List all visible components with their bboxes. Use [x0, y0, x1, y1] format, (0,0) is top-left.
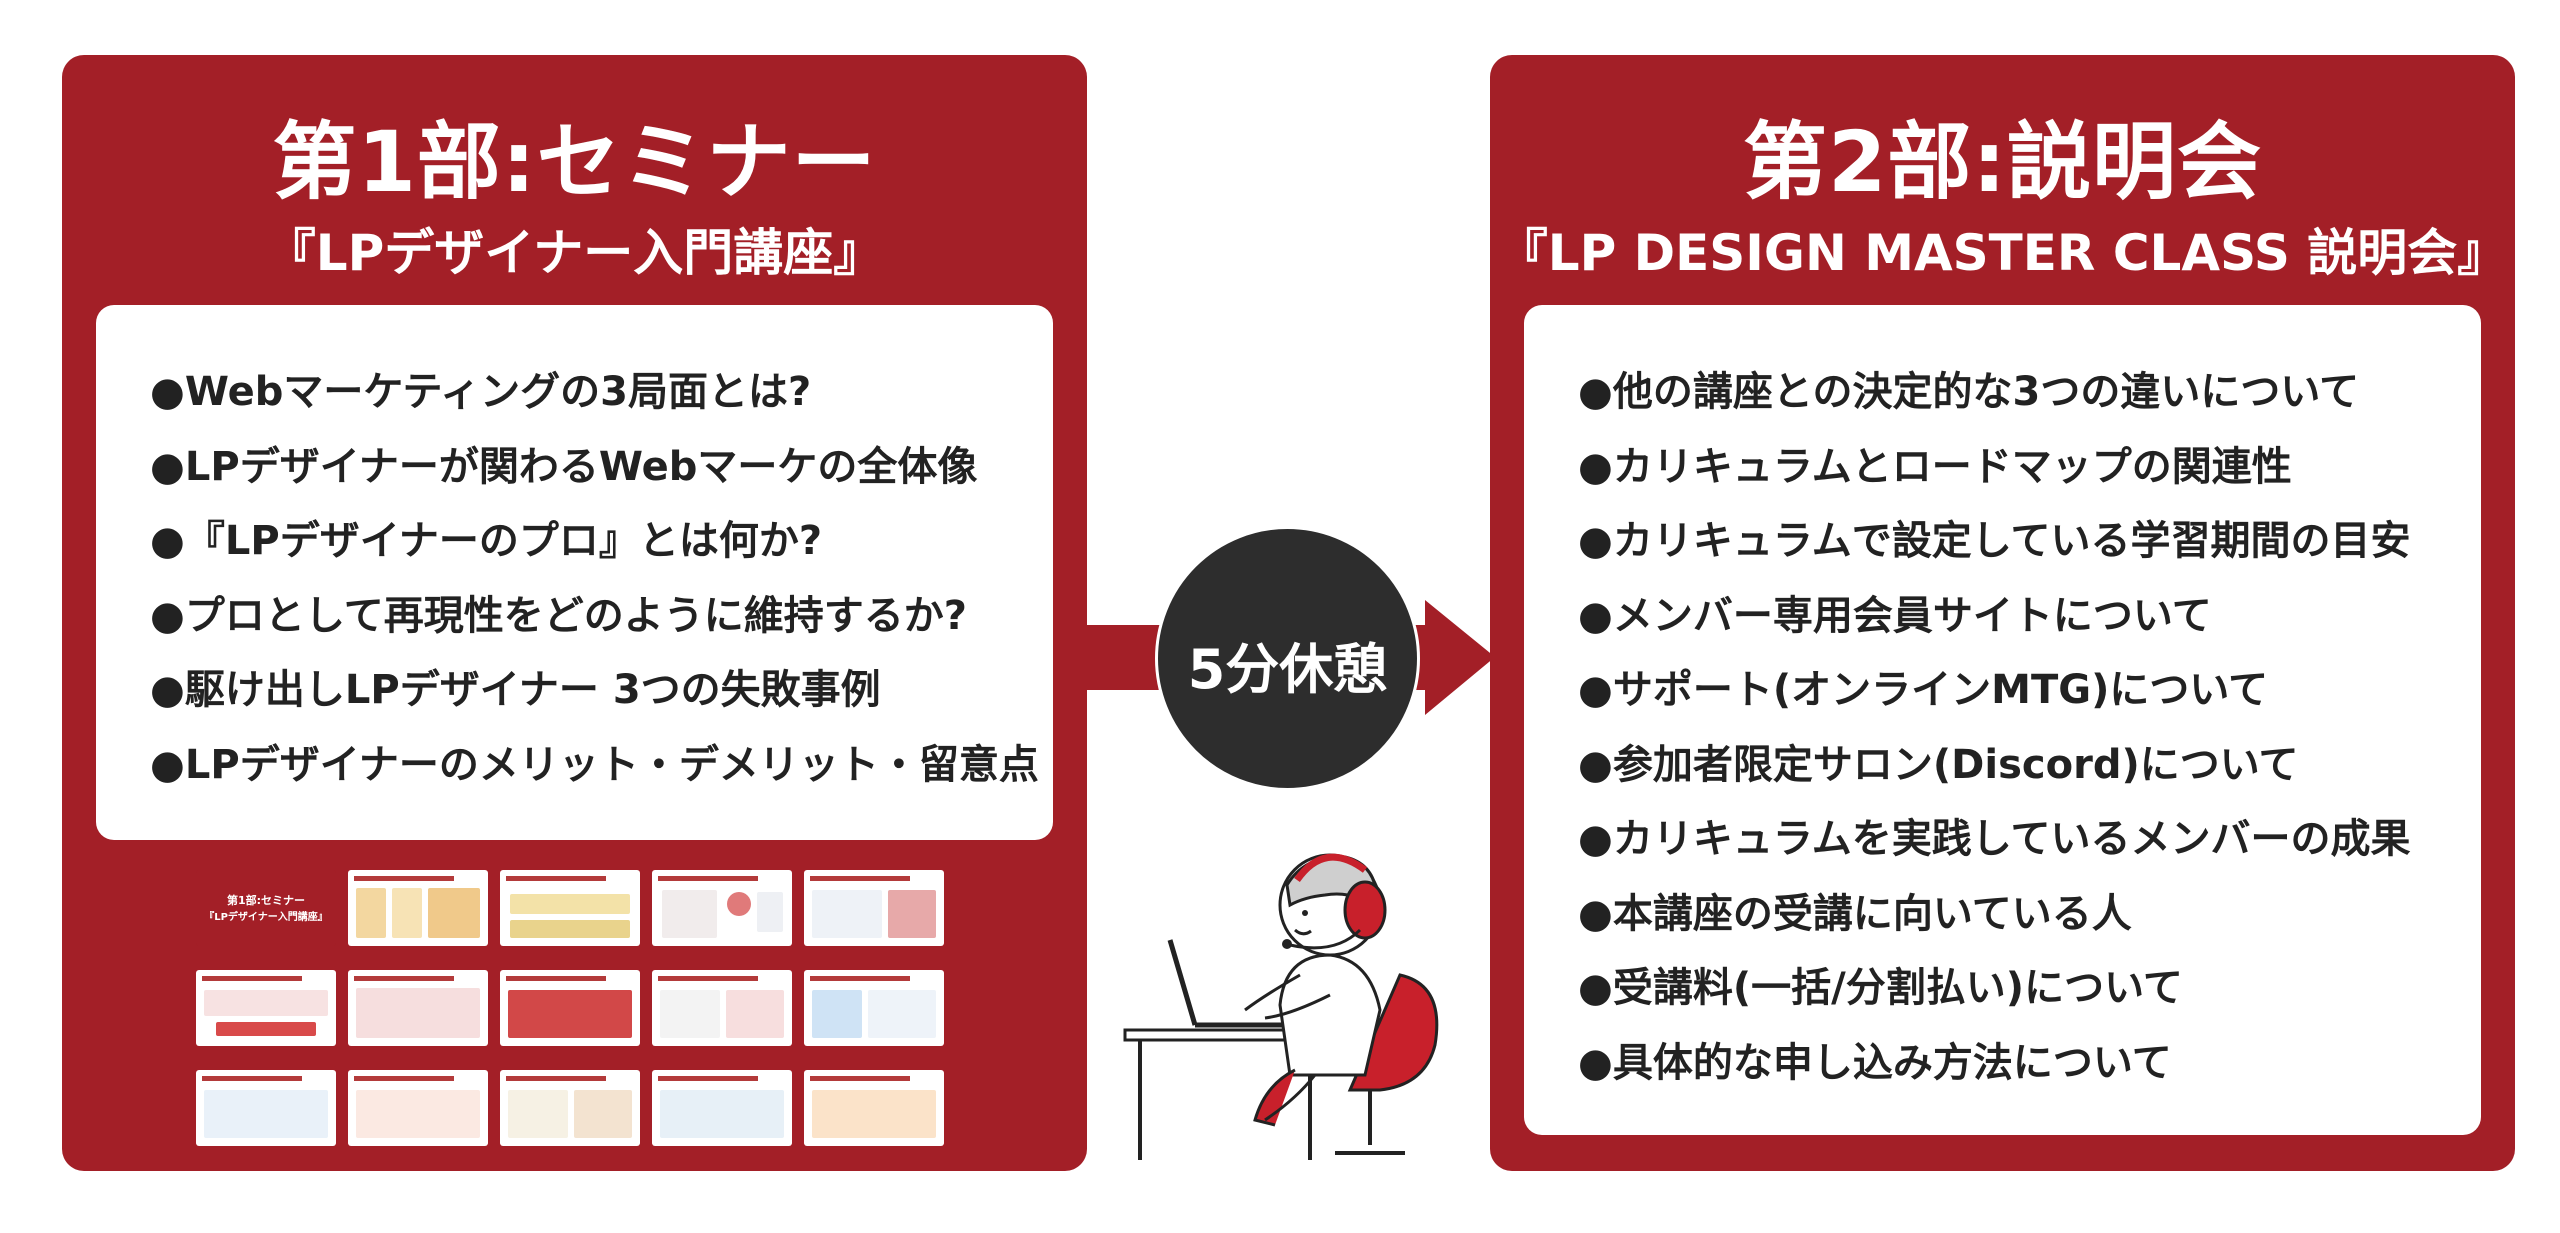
list-item: ●受講料(一括/分割払い)について	[1578, 965, 2183, 1011]
slide-thumbnail	[196, 970, 336, 1046]
slide-thumbnail	[652, 970, 792, 1046]
list-item: ●具体的な申し込み方法について	[1578, 1039, 2172, 1086]
list-item: ●プロとして再現性をどのように維持するか?	[150, 592, 967, 639]
seminar-subtitle: 『LPデザイナー入門講座』	[265, 224, 884, 282]
slide-thumbnail	[348, 1070, 488, 1146]
slide-thumbnail	[500, 870, 640, 946]
slide-thumbnail	[196, 1070, 336, 1146]
info-session-subtitle: 『LP DESIGN MASTER CLASS 説明会』	[1497, 224, 2508, 282]
slide-thumbnail	[804, 970, 944, 1046]
slide-cover-title: 第1部:セミナー	[226, 894, 306, 907]
list-item: ●本講座の受講に向いている人	[1578, 890, 2132, 937]
list-item: ●カリキュラムを実践しているメンバーの成果	[1578, 816, 2411, 862]
slide-thumbnail	[500, 1070, 640, 1146]
list-item: ●メンバー専用会員サイトについて	[1578, 592, 2212, 639]
slide-thumbnail	[652, 1070, 792, 1146]
info-session-title: 第2部:説明会	[1742, 113, 2263, 211]
list-item: ●駆け出しLPデザイナー 3つの失敗事例	[150, 667, 881, 713]
slide-thumbnails: 第1部:セミナー 『LPデザイナー入門講座』	[196, 870, 1004, 1150]
slide-cover-subtitle: 『LPデザイナー入門講座』	[204, 912, 328, 923]
slide-thumbnail	[804, 870, 944, 946]
list-item: ●他の講座との決定的な3つの違いについて	[1578, 369, 2360, 415]
info-session-topics-list: ●他の講座との決定的な3つの違いについて ●カリキュラムとロードマップの関連性 …	[1578, 355, 2461, 1100]
list-item: ●参加者限定サロン(Discord)について	[1578, 741, 2299, 788]
slide-thumbnail	[804, 1070, 944, 1146]
break-label: 5分休憩	[1187, 638, 1388, 701]
slide-thumbnail	[500, 970, 640, 1046]
seminar-topics-list: ●Webマーケティングの3局面とは? ●LPデザイナーが関わるWebマーケの全体…	[150, 355, 1039, 802]
person-at-laptop-illustration	[1123, 853, 1439, 1160]
info-session-panel: 第2部:説明会 『LP DESIGN MASTER CLASS 説明会』 ●他の…	[1490, 55, 2515, 1171]
info-session-topics-box: ●他の講座との決定的な3つの違いについて ●カリキュラムとロードマップの関連性 …	[1524, 305, 2481, 1135]
seminar-panel: 第1部:セミナー 『LPデザイナー入門講座』 ●Webマーケティングの3局面とは…	[62, 55, 1087, 1171]
break-badge: 5分休憩	[1155, 526, 1420, 791]
seminar-title: 第1部:セミナー	[272, 113, 877, 211]
slide-thumbnail	[348, 870, 488, 946]
slide-thumbnail	[348, 970, 488, 1046]
list-item: ●Webマーケティングの3局面とは?	[150, 369, 812, 415]
slide-thumbnail	[652, 870, 792, 946]
seminar-topics-box: ●Webマーケティングの3局面とは? ●LPデザイナーが関わるWebマーケの全体…	[96, 305, 1053, 840]
list-item: ●カリキュラムで設定している学習期間の目安	[1578, 518, 2411, 564]
list-item: ●カリキュラムとロードマップの関連性	[1578, 443, 2292, 490]
slide-thumbnail-cover: 第1部:セミナー 『LPデザイナー入門講座』	[196, 870, 336, 946]
list-item: ●LPデザイナーのメリット・デメリット・留意点	[150, 741, 1039, 788]
list-item: ●LPデザイナーが関わるWebマーケの全体像	[150, 443, 978, 490]
list-item: ●サポート(オンラインMTG)について	[1578, 667, 2269, 713]
list-item: ●『LPデザイナーのプロ』とは何か?	[150, 518, 823, 564]
